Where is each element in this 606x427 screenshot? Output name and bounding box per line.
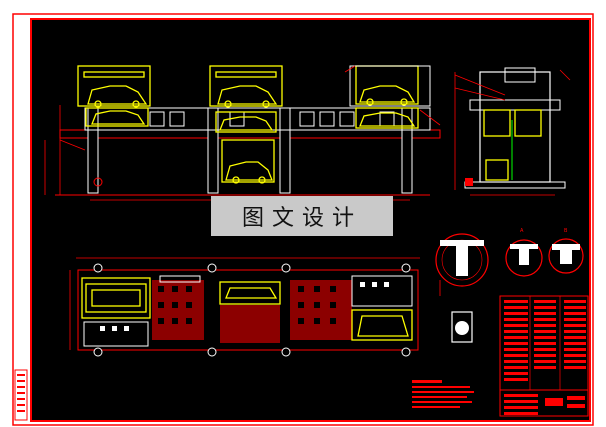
svg-text:A: A — [520, 228, 524, 234]
svg-text:B: B — [564, 228, 568, 234]
front-elevation-view — [44, 65, 441, 201]
title-block — [412, 295, 589, 417]
left-margin-strip — [14, 369, 28, 421]
car-platforms — [77, 65, 419, 184]
detail-views: A B — [435, 228, 584, 343]
watermark-banner: 图文设计 — [211, 196, 393, 236]
plan-view — [69, 257, 420, 357]
side-elevation-view — [454, 67, 571, 196]
